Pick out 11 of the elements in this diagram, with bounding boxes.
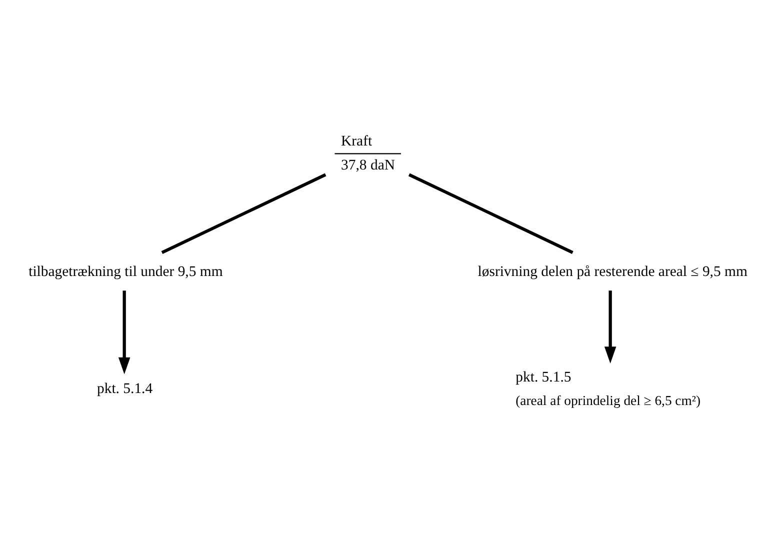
node-text: tilbagetrækning til under 9,5 mm <box>28 264 222 280</box>
connector <box>160 173 326 254</box>
arrow <box>604 290 616 364</box>
arrow <box>118 290 130 374</box>
node-label: Kraft <box>340 134 372 150</box>
node-text: løsrivning delen på resterende areal ≤ 9,5 mm <box>477 264 747 280</box>
node-text: pkt. 5.1.5 <box>515 370 571 386</box>
node-label: 37,8 daN <box>340 158 394 174</box>
node-text: pkt. 5.1.4 <box>96 381 152 398</box>
node-label: (areal af oprindelig del ≥ 6,5 cm²) <box>515 393 700 408</box>
connector <box>408 173 573 254</box>
